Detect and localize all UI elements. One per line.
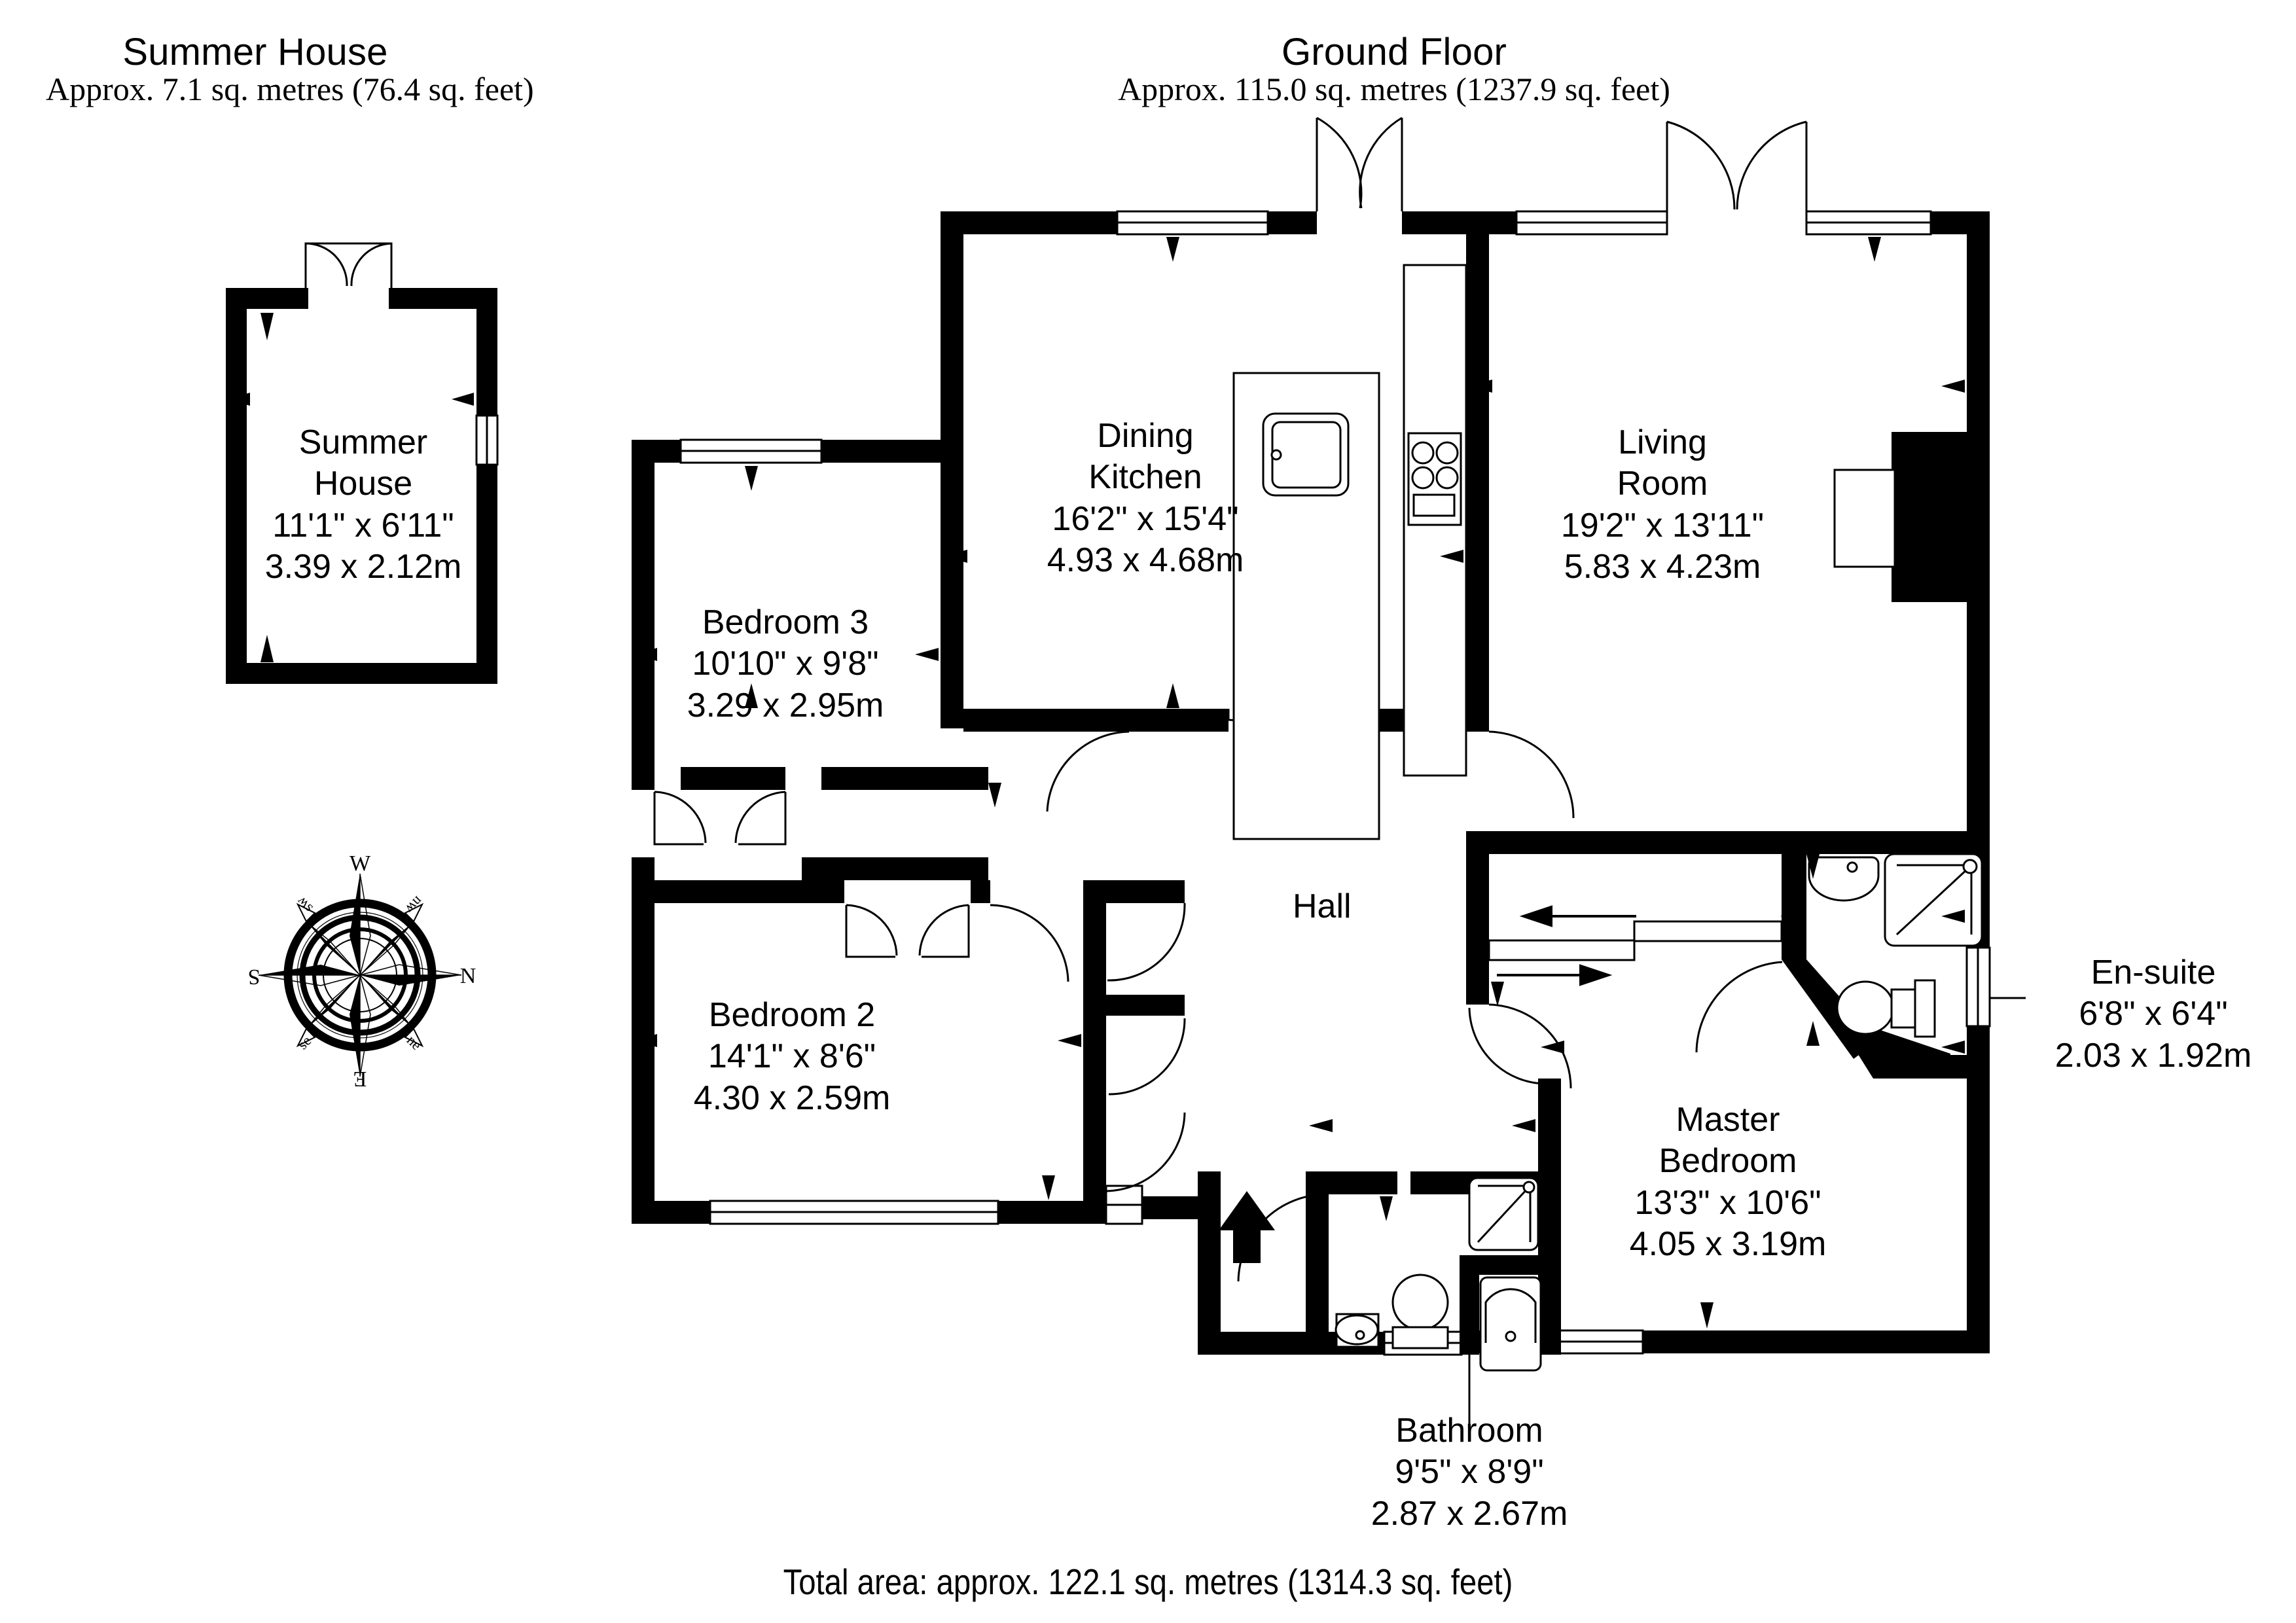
room-dim-metric: 3.39 x 2.12m (264, 548, 462, 586)
room-label-bedroom-3: Bedroom 3 10'10" x 9'8" 3.29 x 2.95m (655, 602, 916, 726)
hob-icon (1407, 432, 1462, 526)
room-dim-metric: 2.03 x 1.92m (2054, 1036, 2252, 1075)
wardrobe-slider-icon (1488, 939, 1636, 961)
summer-house-double-door-icon (304, 242, 393, 290)
room-name-line1: Summer (298, 423, 428, 461)
summer-house-heading: Summer House (122, 31, 388, 73)
room-name-line2: Room (1617, 465, 1708, 503)
room-dim-imperial: 16'2" x 15'4" (1052, 499, 1239, 538)
kitchen-fixtures (1232, 264, 1467, 840)
room-name-line1: Bedroom 2 (708, 996, 876, 1034)
basin-icon (1335, 1313, 1380, 1348)
room-dim-imperial: 19'2" x 13'11" (1560, 506, 1765, 544)
compass-label-top-left: sw (293, 893, 315, 916)
room-name-line1: Bathroom (1395, 1412, 1543, 1450)
room-label-bedroom-2: Bedroom 2 14'1" x 8'6" 4.30 x 2.59m (661, 995, 923, 1119)
leader-lines (1468, 997, 2026, 1427)
dimension-arrows (634, 237, 1965, 1329)
room-dim-metric: 4.05 x 3.19m (1629, 1225, 1827, 1264)
sink-icon (1262, 412, 1350, 497)
bathroom-fixtures (1335, 1177, 1542, 1372)
room-label-living-room: Living Room 19'2" x 13'11" 5.83 x 4.23m (1525, 422, 1800, 588)
room-dim-imperial: 6'8" x 6'4" (2079, 995, 2228, 1033)
room-label-dining-kitchen: Dining Kitchen 16'2" x 15'4" 4.93 x 4.68… (1008, 416, 1283, 582)
room-name-line1: Bedroom 3 (702, 603, 869, 641)
door-swing-arcs (653, 116, 1808, 1282)
room-dim-imperial: 14'1" x 8'6" (708, 1037, 876, 1076)
basin-icon (1808, 856, 1880, 902)
summer-house-window-icon (475, 414, 499, 466)
compass-label-right: N (460, 964, 476, 988)
room-label-master-bedroom: Master Bedroom 13'3" x 10'6" 4.05 x 3.19… (1584, 1099, 1872, 1266)
compass-label-bottom: E (353, 1067, 367, 1091)
room-label-summer-house: Summer House 11'1" x 6'11" 3.39 x 2.12m (236, 422, 491, 588)
room-name-line1: Master (1676, 1101, 1780, 1139)
entrance-arrow-icon (1219, 1191, 1275, 1263)
room-dim-imperial: 9'5" x 8'9" (1395, 1453, 1544, 1491)
room-name-line2: House (314, 465, 413, 503)
summer-house-structure (226, 288, 497, 684)
room-label-hall: Hall (1293, 887, 1352, 925)
en-suite-fixtures (1808, 853, 1983, 1038)
bath-icon (1479, 1276, 1542, 1372)
room-name-line1: En-suite (2090, 954, 2216, 991)
room-name-line1: Living (1618, 423, 1707, 461)
toilet-icon (1391, 1274, 1449, 1349)
room-dim-imperial: 10'10" x 9'8" (692, 645, 879, 683)
room-dim-metric: 3.29 x 2.95m (687, 686, 884, 724)
room-dim-imperial: 11'1" x 6'11" (272, 506, 454, 544)
room-name-line2: Kitchen (1088, 458, 1202, 497)
ground-floor-area: Approx. 115.0 sq. metres (1237.9 sq. fee… (1118, 71, 1670, 107)
fireplace-icon (1833, 469, 1896, 568)
compass-label-left: S (248, 965, 260, 989)
room-dim-metric: 4.30 x 2.59m (693, 1079, 891, 1117)
summer-house-dim-arrows (228, 313, 474, 662)
room-label-bathroom: Bathroom 9'5" x 8'9" 2.87 x 2.67m (1338, 1410, 1600, 1535)
compass-label-top: W (350, 851, 371, 876)
summer-house-area: Approx. 7.1 sq. metres (76.4 sq. feet) (46, 71, 534, 107)
ground-floor-structure (632, 210, 1991, 1356)
room-dim-metric: 4.93 x 4.68m (1047, 541, 1244, 580)
shower-icon (1884, 853, 1983, 947)
room-name-line2: Bedroom (1659, 1142, 1797, 1181)
total-area-footer: Total area: approx. 122.1 sq. metres (13… (783, 1561, 1513, 1602)
compass-label-bottom-left: se (295, 1033, 315, 1053)
room-label-en-suite: En-suite 6'8" x 6'4" 2.03 x 1.92m (2022, 952, 2284, 1077)
room-dim-metric: 5.83 x 4.23m (1564, 548, 1761, 586)
room-name-line1: Dining (1097, 417, 1194, 455)
toilet-icon (1836, 979, 1936, 1038)
compass-rose-icon: W N E S sw nw se ne (242, 851, 478, 1093)
shower-icon (1468, 1177, 1539, 1251)
ground-floor-heading: Ground Floor (1281, 31, 1507, 73)
wardrobe-direction-arrows (1497, 905, 1636, 986)
room-dim-metric: 2.87 x 2.67m (1371, 1494, 1568, 1533)
room-dim-imperial: 13'3" x 10'6" (1634, 1183, 1821, 1222)
